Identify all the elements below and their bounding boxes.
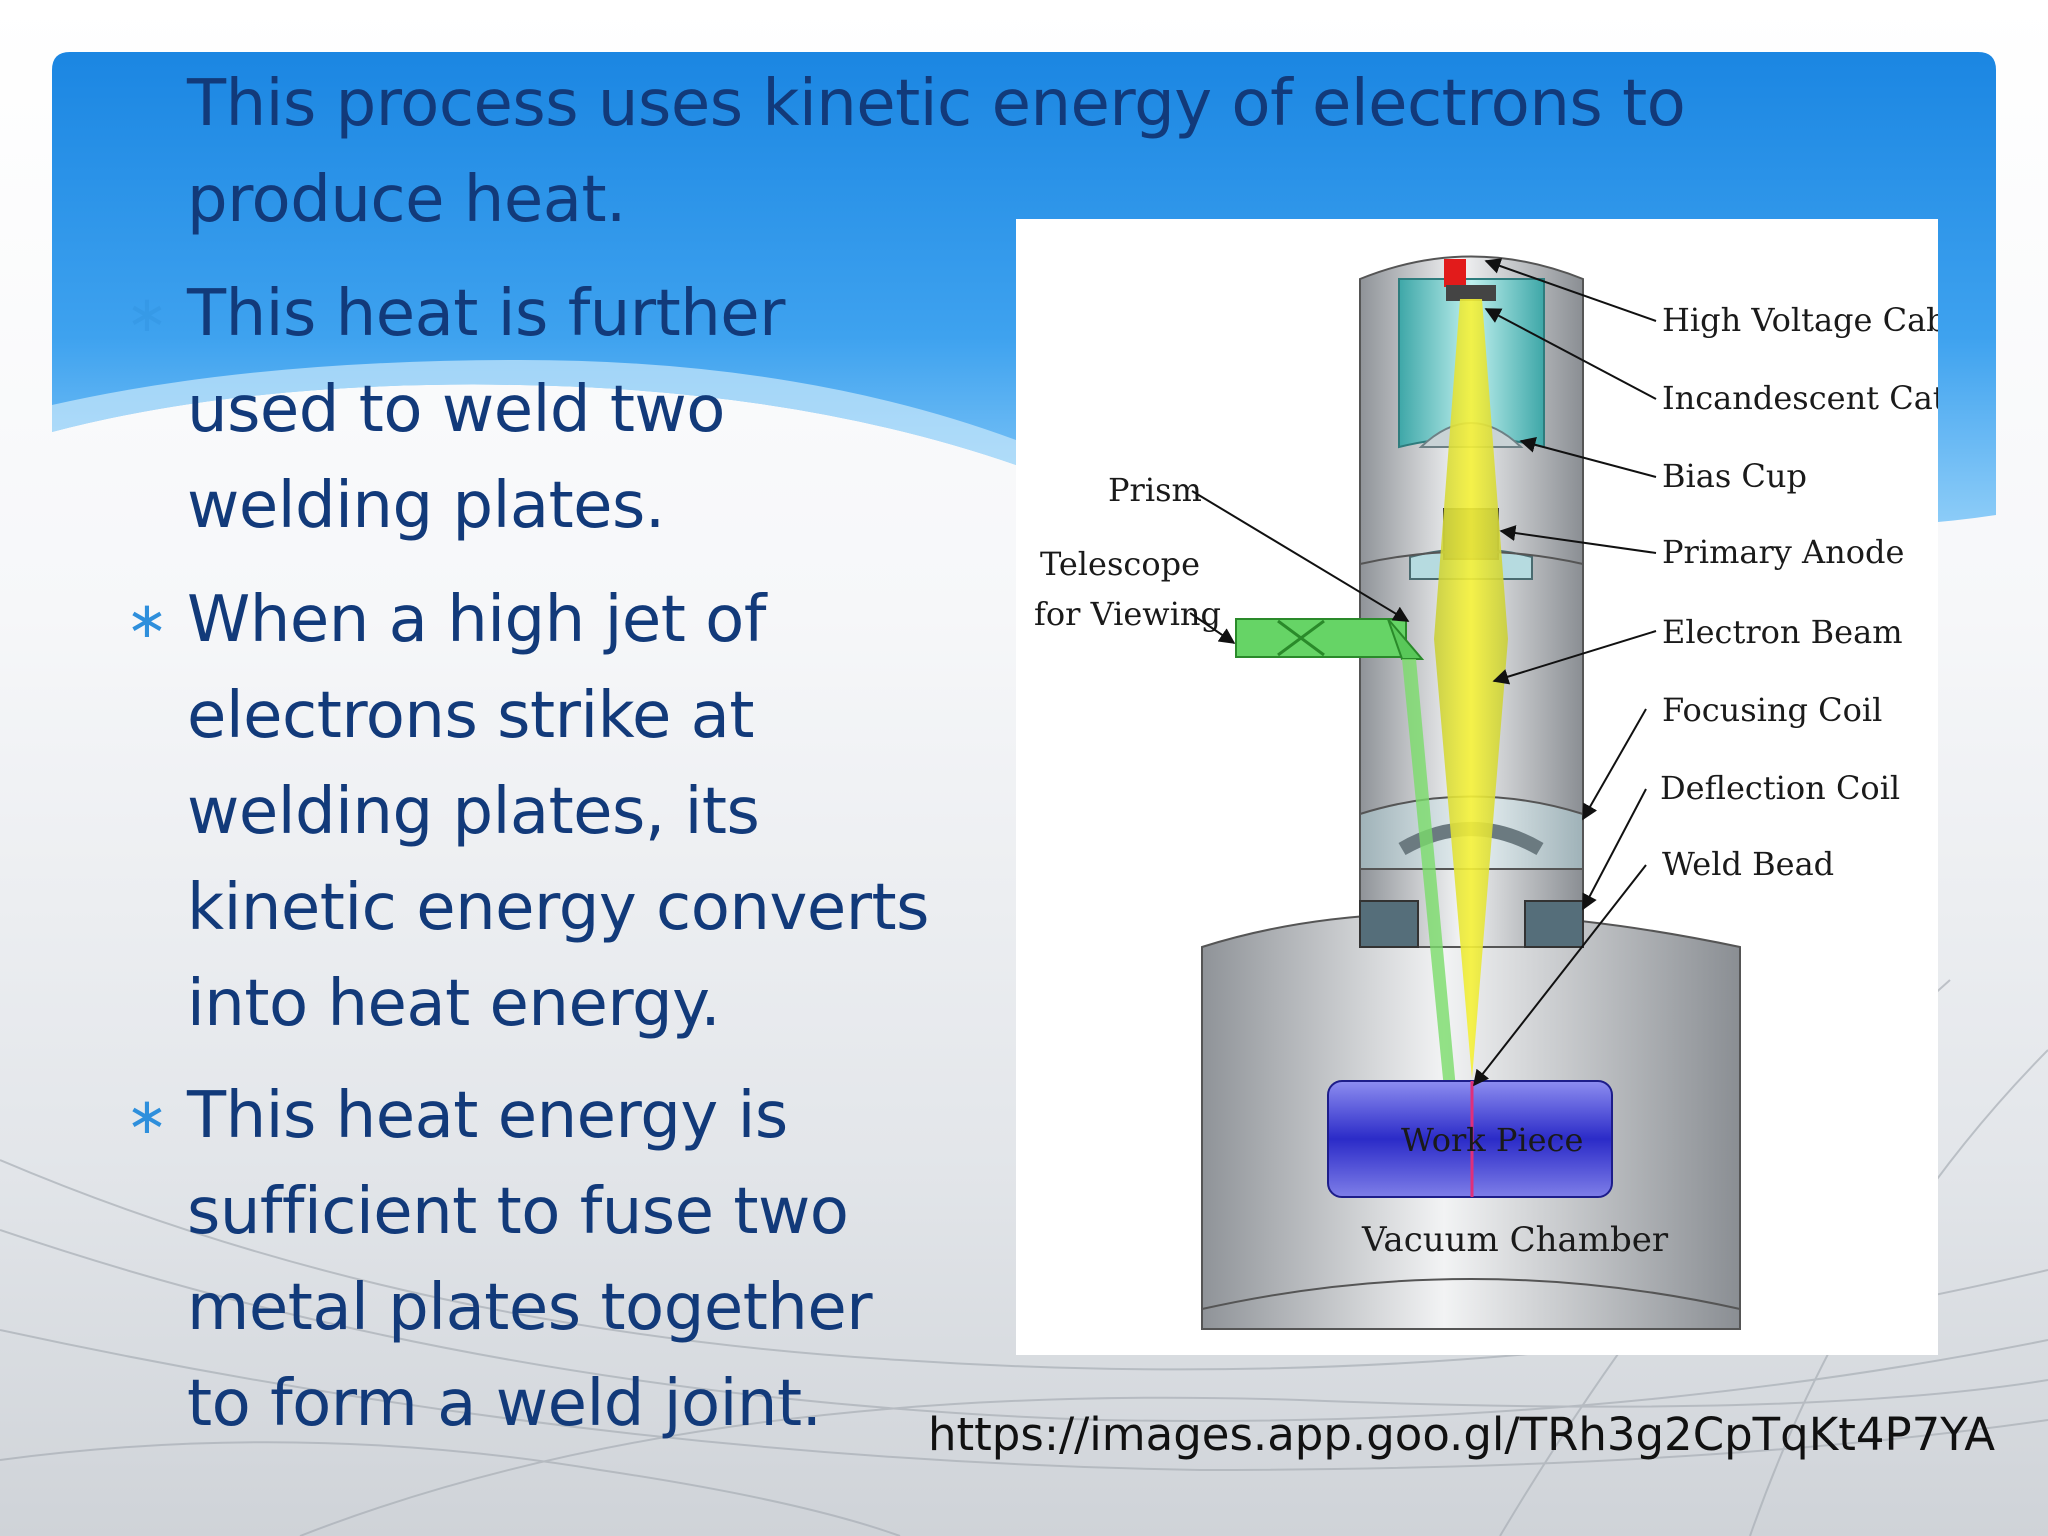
viewing-path (1402, 659, 1456, 1089)
vacuum-chamber-base (1201, 1278, 1741, 1310)
label-telescope: Telescope (1040, 545, 1200, 583)
deflection-coil-left (1359, 900, 1419, 948)
leader-lines (1189, 258, 1657, 1087)
label-vacuum-chamber: Vacuum Chamber (1361, 1220, 1669, 1260)
paragraph-line: to form a weld joint. (187, 1367, 822, 1441)
label-incandescent-cathode: Incandescent Cathode (1662, 379, 1938, 417)
source-link[interactable]: https://images.app.goo.gl/TRh3g2CpTqKt4P… (928, 1408, 1996, 1461)
paragraph-2: This heat is further used to weld two we… (187, 266, 785, 554)
paragraph-3: When a high jet of electrons strike at w… (187, 572, 929, 1052)
label-prism: Prism (1108, 471, 1202, 509)
label-bias-cup: Bias Cup (1662, 457, 1807, 495)
bullet-marker: ∗ (126, 591, 168, 649)
label-high-voltage-cable: High Voltage Cable (1662, 301, 1938, 339)
diagram-svg: High Voltage Cable Incandescent Cathode … (1034, 255, 1938, 1330)
electron-beam (1434, 299, 1508, 1079)
paragraph-line: into heat energy. (187, 967, 721, 1041)
paragraph-4: This heat energy is sufficient to fuse t… (187, 1068, 873, 1452)
label-weld-bead: Weld Bead (1662, 845, 1834, 883)
paragraph-line: welding plates. (187, 469, 665, 543)
paragraph-line: This process uses kinetic energy of elec… (187, 67, 1686, 141)
paragraph-line: produce heat. (187, 163, 626, 237)
label-focusing-coil: Focusing Coil (1662, 691, 1882, 729)
telescope-lens (1277, 619, 1325, 657)
banner-light-wave (52, 360, 1016, 465)
high-voltage-connector (1444, 259, 1466, 287)
paragraph-line: This heat energy is (187, 1079, 788, 1153)
deflection-coil-right (1524, 900, 1584, 948)
paragraph-line: electrons strike at (187, 679, 754, 753)
paragraph-line: metal plates together (187, 1271, 873, 1345)
paragraph-line: sufficient to fuse two (187, 1175, 849, 1249)
work-piece (1327, 1080, 1613, 1198)
paragraph-line: used to weld two (187, 373, 725, 447)
telescope-tube (1235, 618, 1407, 658)
label-deflection-coil: Deflection Coil (1660, 769, 1900, 807)
paragraph-line: kinetic energy converts (187, 871, 929, 945)
bullet-marker: ∗ (126, 1087, 168, 1145)
cathode-holder (1446, 285, 1496, 301)
electron-beam-welding-diagram: High Voltage Cable Incandescent Cathode … (1016, 219, 1938, 1355)
paragraph-line: This heat is further (187, 277, 785, 351)
bullet-list: This process uses kinetic energy of elec… (0, 0, 1686, 1536)
paragraph-1: This process uses kinetic energy of elec… (187, 56, 1686, 248)
paragraph-line: When a high jet of (187, 583, 766, 657)
bullet-marker: ∗ (126, 285, 168, 343)
paragraph-line: welding plates, its (187, 775, 760, 849)
label-work-piece: Work Piece (1401, 1121, 1583, 1159)
label-primary-anode: Primary Anode (1662, 533, 1904, 571)
label-electron-beam: Electron Beam (1662, 613, 1903, 651)
